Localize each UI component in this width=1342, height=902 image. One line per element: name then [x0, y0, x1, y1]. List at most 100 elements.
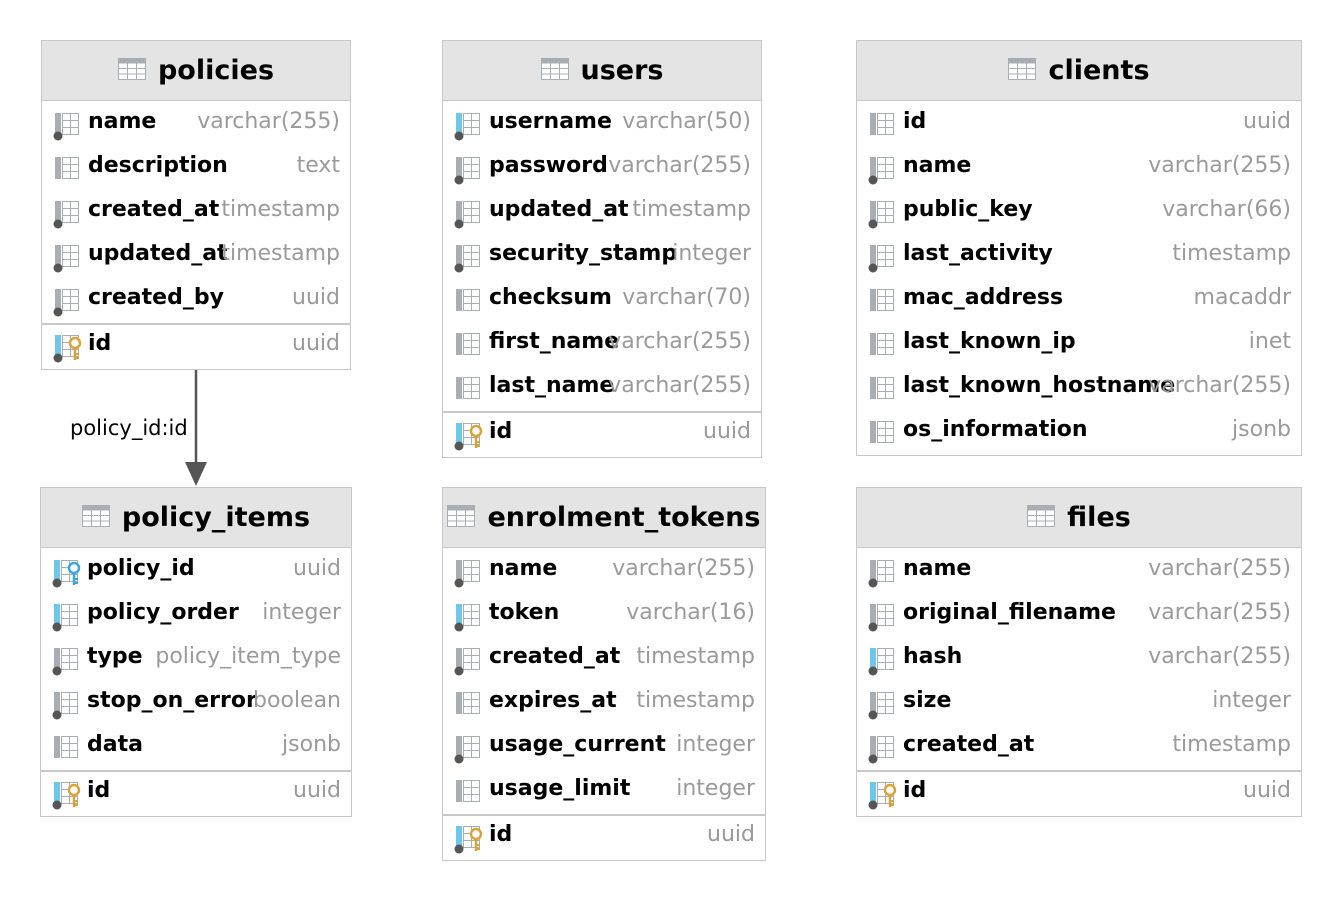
- column-fk-icon: [867, 602, 897, 632]
- table-header[interactable]: policy_items: [41, 488, 351, 548]
- column-row[interactable]: created_at timestamp: [857, 726, 1301, 770]
- table-icon: [82, 505, 110, 531]
- table-header[interactable]: enrolment_tokens: [443, 488, 765, 548]
- column-icon: [867, 111, 897, 141]
- column-name: created_at: [489, 644, 621, 669]
- table-title: users: [580, 55, 664, 86]
- column-type: uuid: [293, 778, 341, 803]
- relation-label: policy_id:id: [70, 416, 188, 440]
- column-name: stop_on_error: [87, 688, 257, 713]
- column-type: timestamp: [221, 197, 340, 222]
- column-fk-icon: [52, 287, 82, 317]
- table-header[interactable]: clients: [857, 41, 1301, 101]
- primary-key-icon: [453, 824, 483, 854]
- column-name: last_activity: [903, 241, 1053, 266]
- column-name: name: [489, 556, 558, 581]
- column-type: uuid: [707, 822, 755, 847]
- column-fk-icon: [52, 111, 82, 141]
- table-title: clients: [1048, 55, 1150, 86]
- table-header[interactable]: users: [443, 41, 761, 101]
- column-type: inet: [1248, 329, 1291, 354]
- column-row[interactable]: usage_current integer: [443, 726, 765, 770]
- column-name: created_at: [903, 732, 1035, 757]
- column-type: boolean: [253, 688, 341, 713]
- column-unique-icon: [453, 602, 483, 632]
- column-unique-icon: [51, 602, 81, 632]
- table-header[interactable]: files: [857, 488, 1301, 548]
- column-icon: [453, 287, 483, 317]
- column-type: uuid: [1243, 778, 1291, 803]
- column-name: description: [88, 153, 228, 178]
- column-type: timestamp: [1172, 732, 1291, 757]
- column-fk-icon: [453, 199, 483, 229]
- column-name: checksum: [489, 285, 612, 310]
- table-title: policies: [157, 55, 275, 86]
- column-type: integer: [676, 732, 755, 757]
- column-fk-icon: [51, 646, 81, 676]
- column-type: varchar(255): [612, 556, 755, 581]
- column-row[interactable]: name varchar(255): [443, 550, 765, 594]
- table-header[interactable]: policies: [42, 41, 350, 101]
- column-type: integer: [672, 241, 751, 266]
- column-fk-icon: [453, 646, 483, 676]
- column-fk-icon: [867, 734, 897, 764]
- column-name: size: [903, 688, 952, 713]
- column-name: usage_current: [489, 732, 666, 757]
- column-type: varchar(255): [1148, 153, 1291, 178]
- column-type: timestamp: [632, 197, 751, 222]
- column-fk-icon: [867, 690, 897, 720]
- column-name: id: [903, 109, 927, 134]
- column-type: varchar(255): [608, 373, 751, 398]
- table-icon: [541, 58, 569, 84]
- column-icon: [453, 690, 483, 720]
- column-type: varchar(16): [626, 600, 755, 625]
